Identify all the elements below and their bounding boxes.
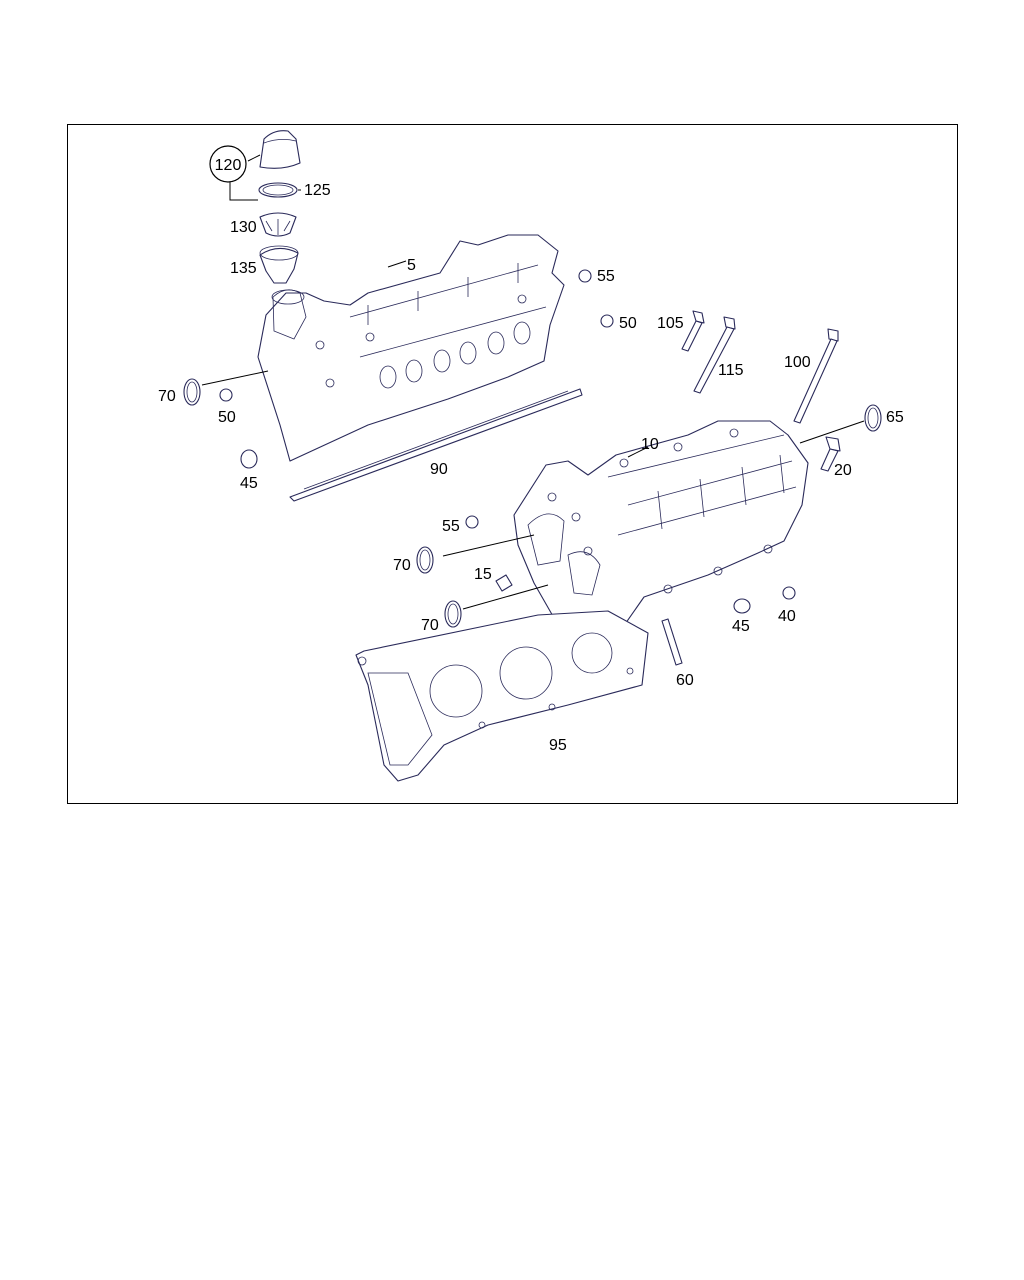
cap-45-left <box>240 449 258 469</box>
exploded-view-drawing: 120 125 130 135 5 55 50 105 115 100 70 5… <box>158 130 904 782</box>
callout-label: 50 <box>619 315 637 332</box>
callout-label: 90 <box>430 461 448 478</box>
plug-50-upper <box>600 314 614 328</box>
bolt-100 <box>793 328 839 424</box>
stud-60 <box>661 618 683 666</box>
bolt-105 <box>681 310 705 352</box>
cap-45-right <box>733 598 751 614</box>
filter-insert-130 <box>259 212 297 237</box>
callout-label: 115 <box>718 362 744 379</box>
filler-cap <box>259 130 301 169</box>
plug-15 <box>495 574 513 592</box>
callout-label: 130 <box>230 219 257 236</box>
callout-label: 120 <box>215 157 242 174</box>
callout-label: 125 <box>304 182 331 199</box>
callout-label: 45 <box>732 618 750 635</box>
callout-label: 20 <box>834 462 852 479</box>
plug-55-upper <box>578 269 592 283</box>
callout-label: 55 <box>442 518 460 535</box>
callout-label: 60 <box>676 672 694 689</box>
callout-label: 5 <box>407 257 416 274</box>
seal-ring-65 <box>864 404 882 432</box>
leader-lines <box>201 154 865 610</box>
bolt-115 <box>693 316 736 394</box>
seal-ring-70-mid <box>416 546 434 574</box>
seal-ring-125 <box>258 182 298 198</box>
callout-label: 50 <box>218 409 236 426</box>
seal-ring-70-left <box>183 378 201 406</box>
callout-label: 95 <box>549 737 567 754</box>
callout-label: 70 <box>393 557 411 574</box>
callout-label: 70 <box>158 388 176 405</box>
plug-40 <box>782 586 796 600</box>
bolt-20 <box>820 436 841 472</box>
callout-label: 40 <box>778 608 796 625</box>
callout-label: 45 <box>240 475 258 492</box>
callout-label: 70 <box>421 617 439 634</box>
callout-label: 105 <box>657 315 684 332</box>
cylinder-head-lower <box>513 420 809 646</box>
plug-50-left <box>219 388 233 402</box>
funnel-135 <box>259 245 299 284</box>
callout-label: 135 <box>230 260 257 277</box>
callout-label: 10 <box>641 436 659 453</box>
callout-label: 15 <box>474 566 492 583</box>
valve-cover-gasket-90 <box>289 388 583 502</box>
plug-55-lower <box>465 515 479 529</box>
callout-label: 65 <box>886 409 904 426</box>
head-gasket-95 <box>355 610 649 782</box>
callout-label: 55 <box>597 268 615 285</box>
callout-120-circle <box>209 145 247 183</box>
callout-label: 100 <box>784 354 811 371</box>
cylinder-head-upper <box>257 234 565 462</box>
seal-ring-70-low <box>444 600 462 628</box>
parts-diagram-frame: 120 125 130 135 5 55 50 105 115 100 70 5… <box>67 124 958 804</box>
